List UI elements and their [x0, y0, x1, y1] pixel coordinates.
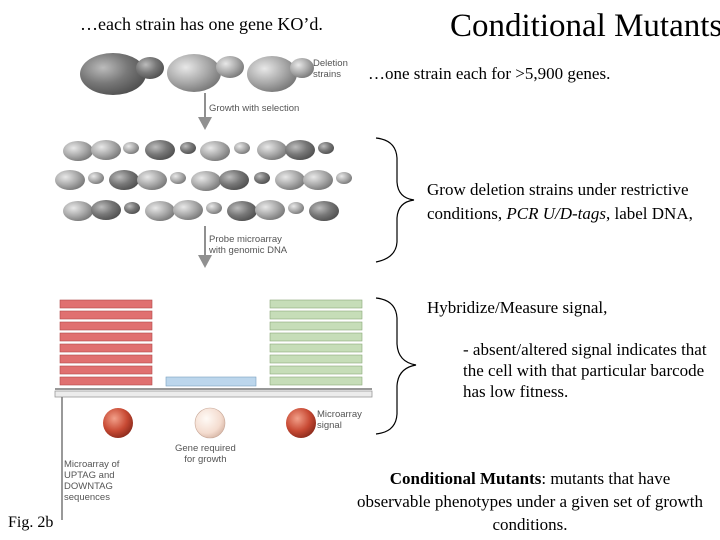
yeast-cell [136, 57, 164, 79]
deletion-strains-label: Deletion strains [313, 58, 348, 80]
yeast-cell [247, 56, 297, 92]
label-line: Gene required [175, 443, 236, 454]
grow-step-text: Grow deletion strains under restrictive … [427, 178, 707, 226]
population-row-1 [63, 140, 334, 161]
absent-signal-text: - absent/altered signal indicates that t… [463, 340, 707, 401]
label-line: Microarray [317, 409, 362, 420]
knockout-caption: …each strain has one gene KO’d. [80, 14, 323, 34]
pale-cell-sphere [194, 407, 226, 439]
grow-text-part1: Grow deletion strains under restrictive … [427, 180, 689, 223]
red-cell-sphere [103, 408, 133, 438]
label-line: Microarray of [64, 459, 120, 470]
definition-term: Conditional Mutants [389, 469, 542, 488]
label-line: DOWNTAG [64, 481, 113, 492]
probe-microarray-label: Probe microarray with genomic DNA [209, 234, 287, 256]
label-line: Deletion [313, 58, 348, 69]
microarray-signal-label: Microarray signal [317, 409, 362, 431]
deletion-strains-row [80, 53, 314, 95]
label-line: with genomic DNA [209, 245, 288, 256]
population-row-3 [63, 200, 339, 221]
microarray-tags-label: Microarray of UPTAG and DOWNTAG sequence… [64, 459, 119, 503]
probe-arrow [198, 226, 212, 268]
uptag-signal-bars [59, 299, 153, 386]
figure-label: Fig. 2b [8, 514, 54, 531]
definition-body: : mutants that have observable phenotype… [356, 469, 704, 534]
definition-text: Conditional Mutants: mutants that have o… [352, 467, 708, 536]
microarray-plate [54, 388, 373, 520]
strain-count-caption: …one strain each for >5,900 genes. [368, 64, 611, 83]
label-line: UPTAG and [64, 470, 115, 481]
growth-arrow [198, 93, 212, 130]
hybridize-step-text: Hybridize/Measure signal, [427, 298, 608, 317]
growth-selection-label: Growth with selection [209, 103, 300, 114]
red-cell-sphere [286, 408, 316, 438]
hybridize-bracket [375, 297, 417, 435]
downtag-signal-bars [269, 299, 363, 386]
page-title: Conditional Mutants [450, 8, 720, 44]
population-row-2 [55, 170, 352, 191]
grow-text-italic: PCR U/D-tags [506, 204, 606, 223]
gene-required-label: Gene required for growth [175, 443, 236, 465]
grow-bracket [375, 137, 415, 263]
label-line: Probe microarray [209, 234, 282, 245]
yeast-cell [167, 54, 221, 92]
label-line: sequences [64, 492, 110, 503]
yeast-cell [290, 58, 314, 78]
label-line: strains [313, 69, 341, 80]
label-line: signal [317, 420, 342, 431]
yeast-cell [80, 53, 146, 95]
grow-text-part2: , label DNA, [605, 204, 693, 223]
absent-signal-bar [165, 376, 257, 387]
yeast-cell [216, 56, 244, 78]
label-line: for growth [184, 454, 227, 465]
